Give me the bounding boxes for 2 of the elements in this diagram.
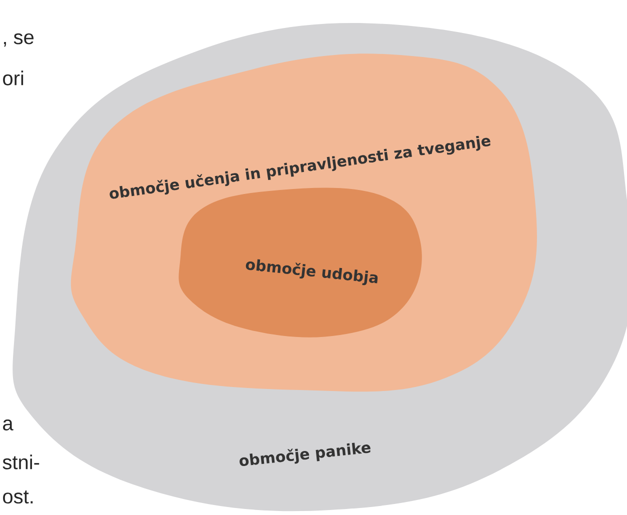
text-fragment: a (3, 420, 14, 430)
zone-blob: območje udobja (178, 188, 422, 338)
